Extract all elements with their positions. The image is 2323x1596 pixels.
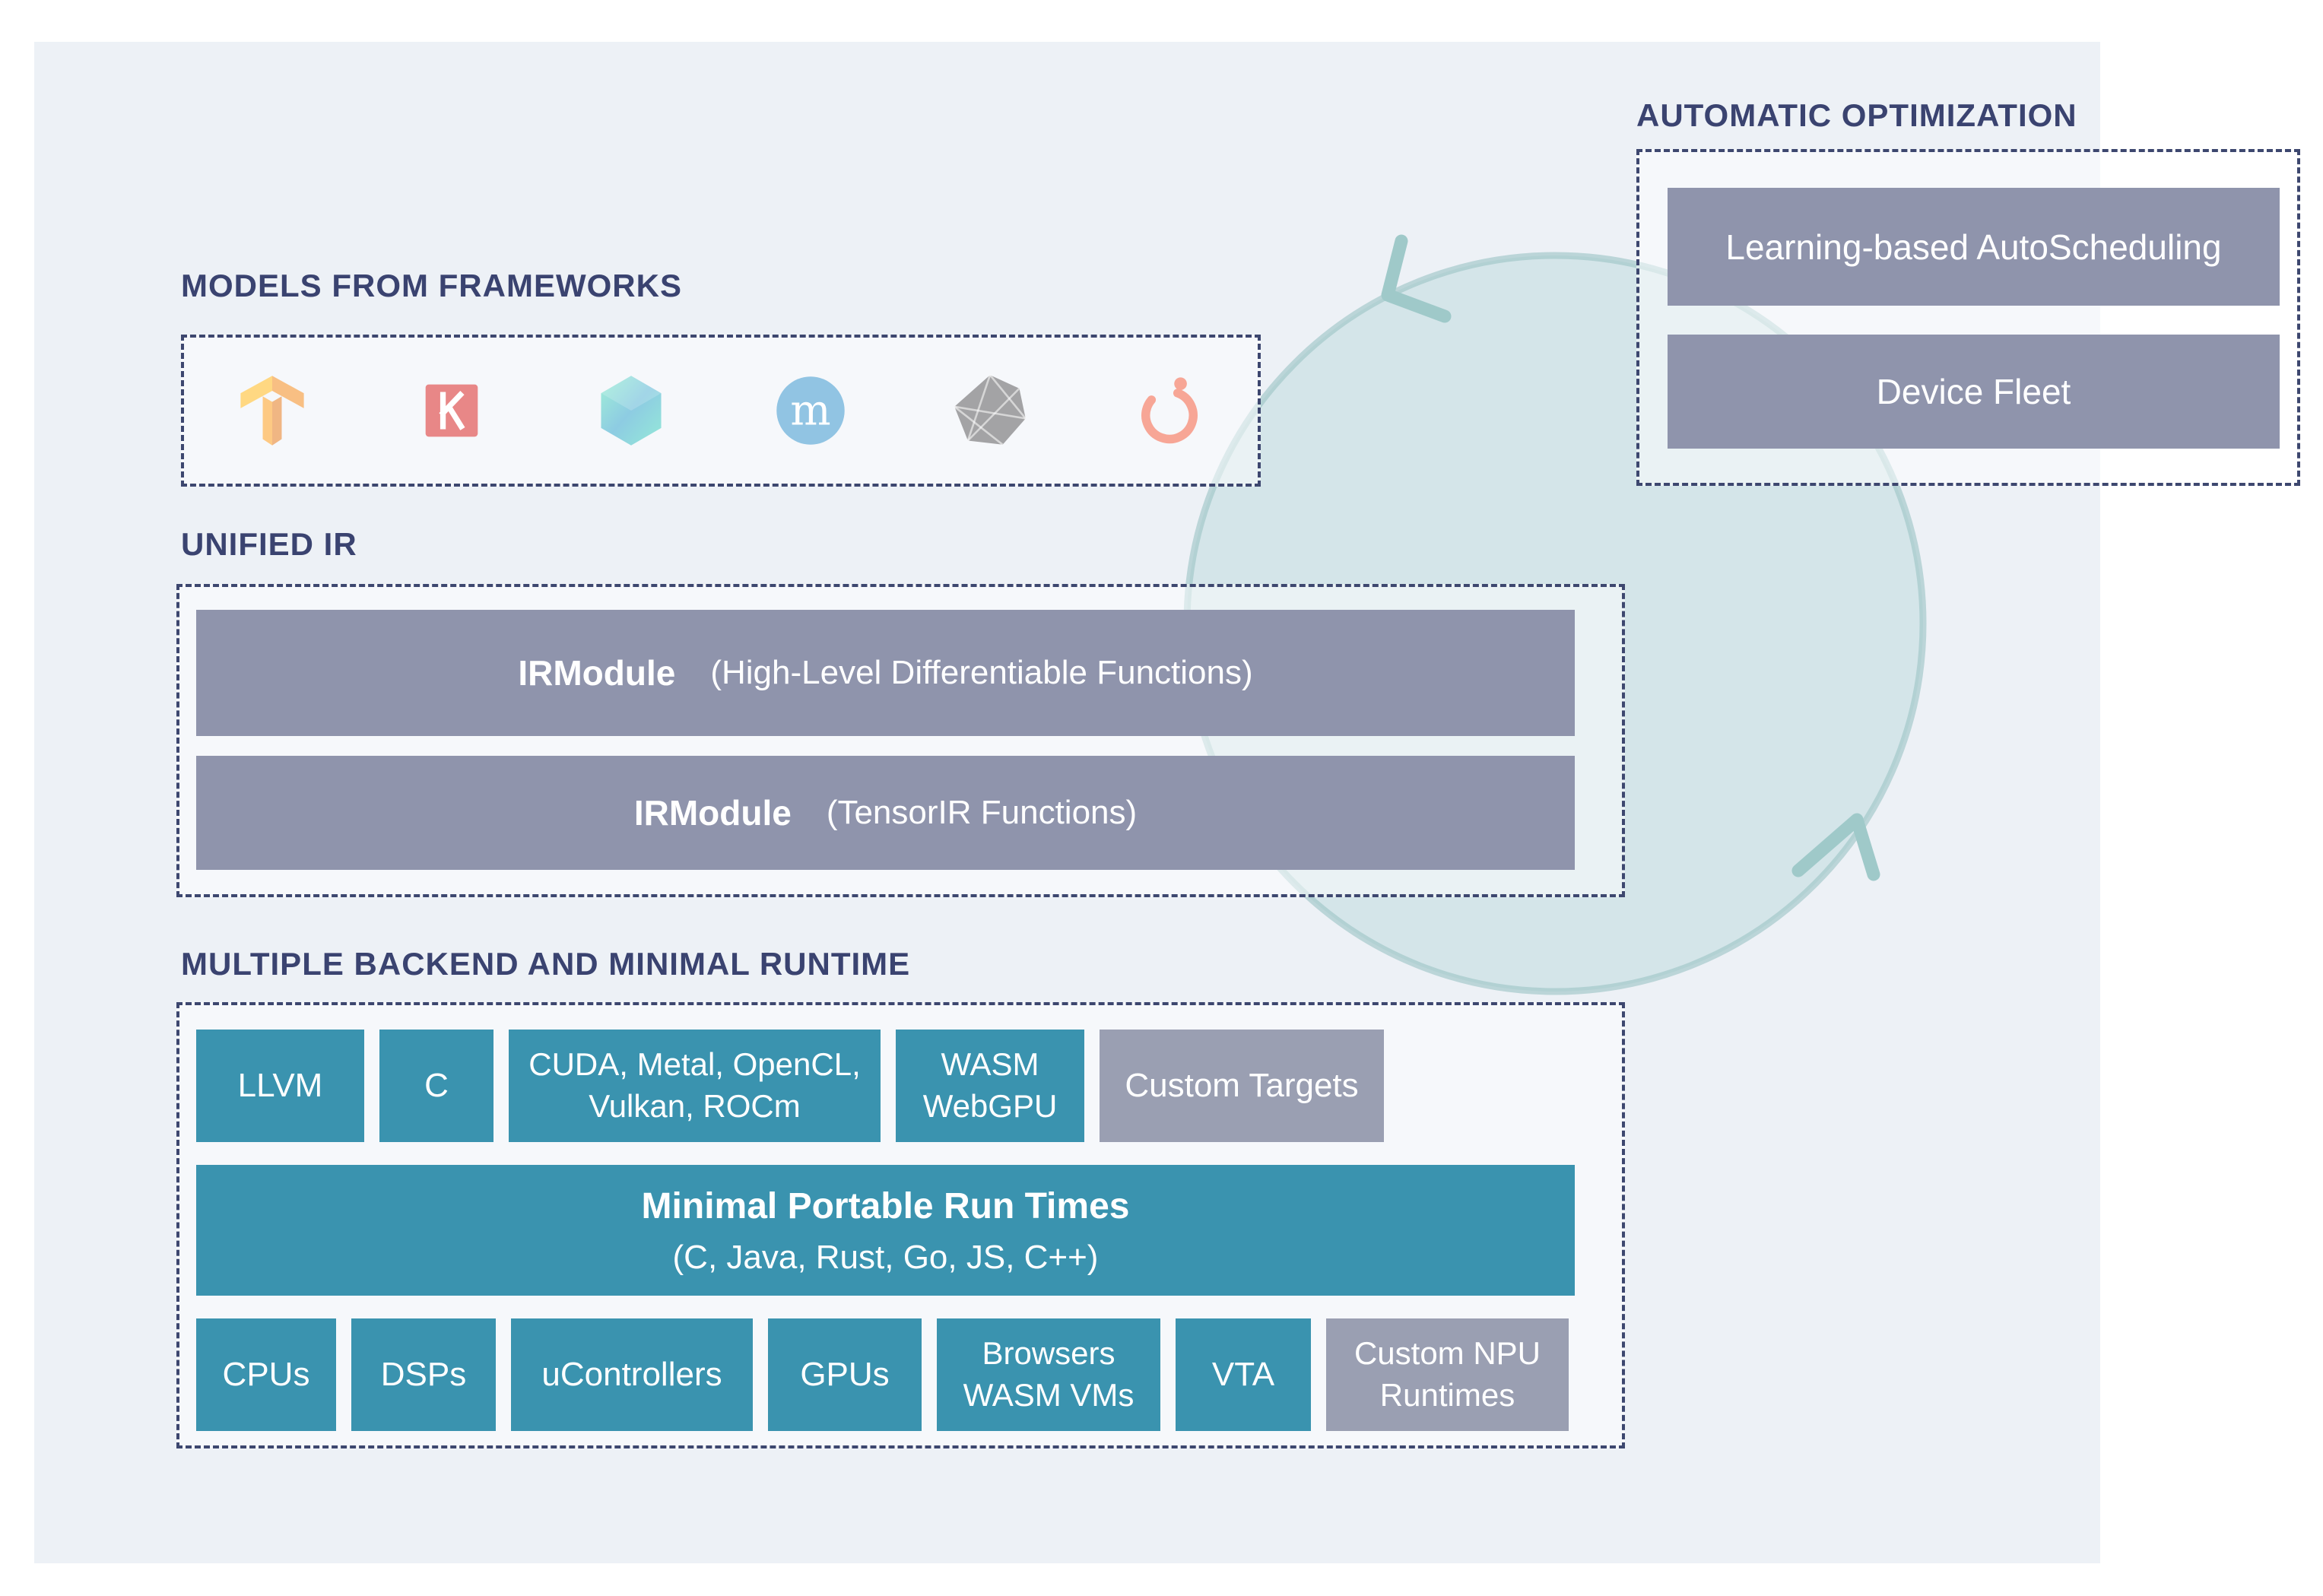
irmodule-subtitle: (High-Level Differentiable Functions) [710,654,1253,691]
irmodule-title: IRModule [633,793,792,833]
target-llvm: LLVM [196,1030,364,1142]
hw-gpus: GPUs [768,1318,922,1431]
target-wasm-webgpu: WASM WebGPU [896,1030,1084,1142]
hw-dsps: DSPs [351,1318,496,1431]
hw-custom-npu-runtimes: Custom NPU Runtimes [1326,1318,1569,1431]
unified-ir-section-label: UNIFIED IR [181,526,357,562]
irmodule-highlevel-bar: IRModule (High-Level Differentiable Func… [196,610,1575,736]
target-c: C [379,1030,493,1142]
unified-ir-box: IRModule (High-Level Differentiable Func… [176,584,1625,897]
runtime-subtitle: (C, Java, Rust, Go, JS, C++) [672,1239,1099,1277]
hardware-row: CPUs DSPs uControllers GPUs Browsers WAS… [196,1318,1569,1431]
backend-section-label: MULTIPLE BACKEND AND MINIMAL RUNTIME [181,946,911,982]
auto-optimization-section-label: AUTOMATIC OPTIMIZATION [1636,97,2077,133]
frameworks-box [181,335,1261,487]
backend-box: LLVM C CUDA, Metal, OpenCL, Vulkan, ROCm… [176,1002,1625,1448]
compiler-targets-row: LLVM C CUDA, Metal, OpenCL, Vulkan, ROCm… [196,1030,1384,1142]
runtime-title: Minimal Portable Run Times [641,1186,1130,1227]
hw-cpus: CPUs [196,1318,336,1431]
irmodule-tensorir-bar: IRModule (TensorIR Functions) [196,756,1575,870]
hw-browsers-wasm-vms: Browsers WASM VMs [937,1318,1160,1431]
minimal-runtime-bar: Minimal Portable Run Times (C, Java, Rus… [196,1165,1575,1296]
target-custom-targets: Custom Targets [1100,1030,1384,1142]
hw-ucontrollers: uControllers [511,1318,753,1431]
hw-vta: VTA [1176,1318,1311,1431]
target-cuda-metal-opencl: CUDA, Metal, OpenCL, Vulkan, ROCm [509,1030,881,1142]
device-fleet-bar: Device Fleet [1668,335,2280,449]
auto-optimization-box: Learning-based AutoScheduling Device Fle… [1636,149,2300,486]
irmodule-subtitle: (TensorIR Functions) [826,794,1138,831]
frameworks-section-label: MODELS FROM FRAMEWORKS [181,268,682,303]
irmodule-title: IRModule [518,653,676,693]
autoscheduling-bar: Learning-based AutoScheduling [1668,188,2280,306]
